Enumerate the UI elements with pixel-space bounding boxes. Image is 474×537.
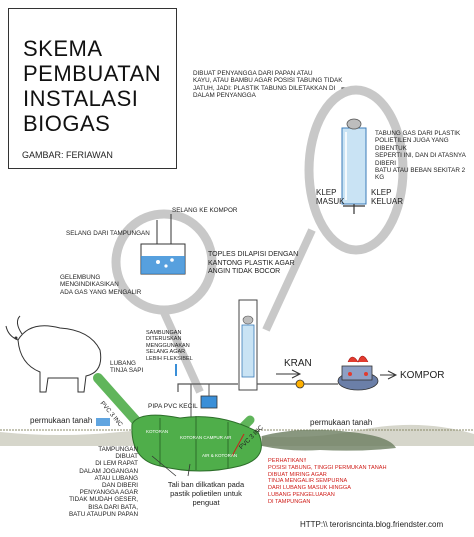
note-tank-line: ATAU LUBANG [94,474,138,482]
note-tank-line: PENYANGGA AGAR [79,489,138,497]
gas-tube-main [238,299,258,391]
note-warning-line: DI TAMPUNGAN [268,498,311,505]
note-rope-line: penguat [192,498,220,507]
note-support: DIBUAT PENYANGGA DARI PAPAN ATAU KAYU, A… [193,70,342,100]
note-tank-line: TIDAK MUDAH GESER, [69,496,138,504]
ground-label-left: permukaan tanah [30,416,93,425]
kran-valve [276,369,305,389]
note-jar-line: ANGIN TIDAK BOCOR [208,268,281,275]
note-joint-line: DITERUSKAN [146,336,182,343]
note-joint-line: LEBIH FLEKSIBEL [146,355,193,362]
note-cow-hole-line: LUBANG [110,360,136,367]
note-bubbles-line: MENGINDIKASIKAN [60,281,119,289]
note-jar-line: TOPLES DILAPISI DENGAN [208,251,299,258]
klep-masuk-line: KLEP [316,188,337,197]
note-small-pipe: PIPA PVC KECIL [148,403,198,410]
note-tank-line: DALAM JOGANGAN [79,467,138,475]
note-tube-line: BATU ATAU BEBAN SEKITAR 2 kg [375,167,466,182]
note-support-line: DALAM PENYANGGA [193,92,256,100]
note-tank-line: DIBUAT [115,453,138,461]
kran-label: KRAN [284,358,312,369]
title-line-3: INSTALASI [23,86,139,111]
jar-zoom-circle [111,209,217,315]
note-joint-line: SELANG AGAR [146,349,186,356]
note-stove-hose: SELANG KE KOMPOR [172,207,238,214]
note-bubbles: GELEMBUNG MENGINDIKASIKAN ADA GAS YANG M… [60,274,141,296]
title-line-1: SKEMA [23,36,103,61]
note-support-line: KAYU, ATAU BAMBU AGAR POSISI TABUNG TIDA… [193,77,343,85]
title-box: SKEMA PEMBUATAN INSTALASI BIOGAS [8,8,177,169]
note-warning-line: DARI LUBANG MASUK HINGGA [268,485,351,492]
note-tube: TABUNG GAS DARI PLASTIK POLIETILEN JUGA … [375,130,474,182]
output-tank [96,418,396,451]
note-warning-line: PERHATIKAN!! [268,458,307,464]
note-bubbles-line: ADA GAS YANG MENGALIR [60,288,142,296]
klep-keluar-line: KLEP [371,188,392,197]
note-tube-line: SEPERTI INI, DAN DI ATASNYA DIBERI [375,152,466,167]
klep-keluar-line: KELUAR [371,197,404,206]
note-warning: PERHATIKAN!! POSISI TABUNG, TINGGI PERMU… [268,458,387,506]
bag-label-2: KOTORAN [146,429,169,434]
note-tank-line: BATU ATAUPUN PAPAN [68,510,138,518]
note-bubbles-line: GELEMBUNG [60,274,101,281]
note-cow-hole-line: TINJA SAPI [110,367,144,375]
note-warning-line: LUBANG PENGELUARAN [268,491,335,498]
cow-illustration [5,315,102,393]
gas-tube-zoom-circle [304,85,408,255]
note-support-line: DIBUAT PENYANGGA DARI PAPAN ATAU [193,70,313,77]
ground-label-right: permukaan tanah [310,418,373,427]
title-line-4: BIOGAS [23,111,111,136]
note-tank: TAMPUNGAN DIBUAT DI LEM RAPAT DALAM JOGA… [58,446,138,518]
kompor-stove [337,355,379,391]
note-input-hose: SELANG DARI TAMPUNGAN [66,230,150,237]
digester-bag [131,414,262,472]
note-rope: Tali ban dilkatkan pada pastik polietile… [158,480,254,507]
note-tube-line: TABUNG GAS DARI PLASTIK [375,130,461,137]
note-tube-line: POLIETILEN JUGA YANG DIBENTUK [375,137,449,152]
klep-masuk-label: KLEP MASUK [316,188,344,206]
note-jar-line: KANTONG PLASTIK AGAR [208,259,295,267]
note-tank-line: DI LEM RAPAT [95,460,138,468]
note-support-line: JATUH, JADI: PLASTIK TABUNG DILETAKKAN D… [193,84,336,92]
note-tank-line: BISA DARI BATA, [88,503,138,511]
klep-masuk-line: MASUK [316,197,345,206]
note-warning-line: DIBUAT MIRING AGAR [268,471,327,478]
kompor-label: KOMPOR [400,370,445,381]
note-tank-line: DAN DIBERI [101,482,138,490]
note-jar: TOPLES DILAPISI DENGAN KANTONG PLASTIK A… [208,251,298,277]
note-joint-line: SAMBUNGAN [146,330,182,336]
note-joint: SAMBUNGAN DITERUSKAN MENGGUNAKAN SELANG … [146,330,193,362]
bag-label-1: KOTORAN CAMPUR AIR [180,435,232,440]
note-cow-hole: LUBANG TINJA SAPI [110,360,143,375]
credit: GAMBAR: FERIAWAN [22,150,113,160]
title-line-2: PEMBUATAN [23,61,162,86]
note-tank-line: TAMPUNGAN [98,446,138,453]
note-warning-line: POSISI TABUNG, TINGGI PERMUKAN TANAH [268,464,387,471]
bag-label-3: AIR & KOTORAN [202,453,238,458]
klep-keluar-label: KLEP KELUAR [371,188,403,206]
note-warning-line: TINJA MENGALIR SEMPURNA [268,478,348,485]
note-rope-line: pastik polietilen untuk [170,489,242,498]
note-rope-line: Tali ban dilkatkan pada [167,480,245,489]
source-url: HTTP:\\ terorisncinta.blog.friendster.co… [300,520,444,529]
note-joint-line: MENGGUNAKAN [146,342,190,349]
